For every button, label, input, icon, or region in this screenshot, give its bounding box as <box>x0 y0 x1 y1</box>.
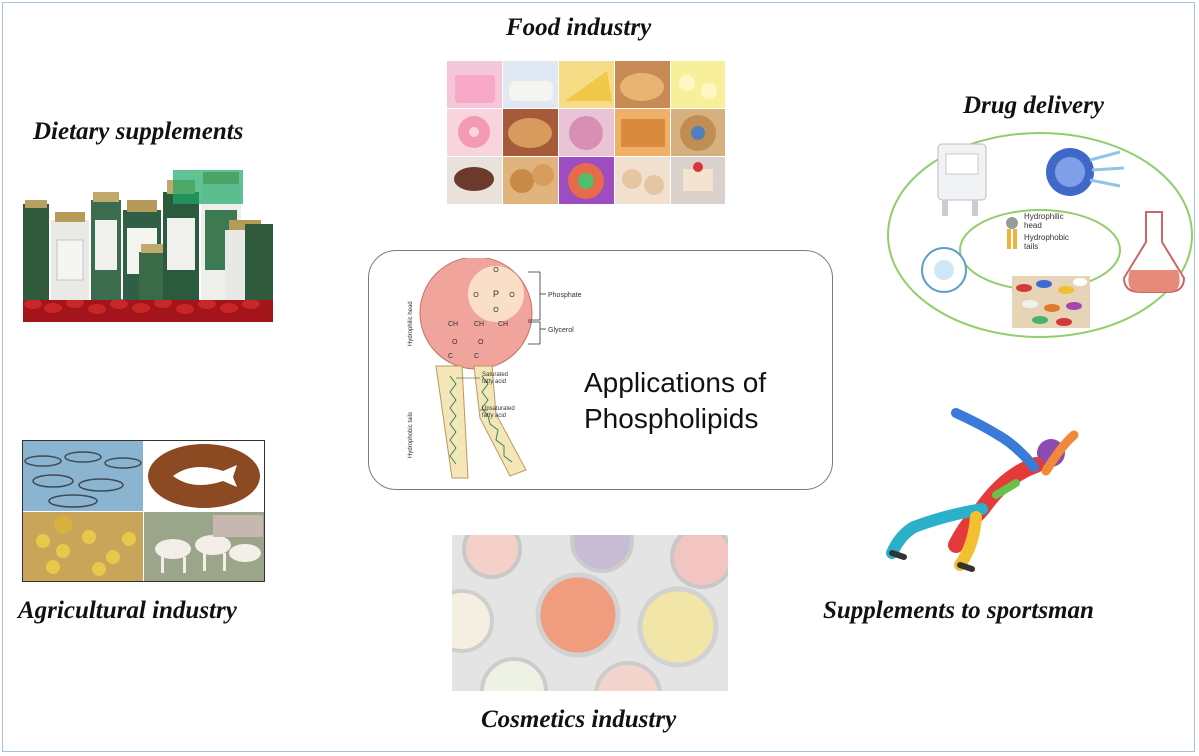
agricultural-collage <box>22 440 265 582</box>
saturated-label-2: fatty acid <box>482 379 506 385</box>
ch2-label-left: CH <box>448 321 458 328</box>
drug-delivery-label: Drug delivery <box>963 92 1104 119</box>
drug-delivery-panel: Hydrophilic head Hydrophobic tails <box>884 130 1196 340</box>
oxygen-label-glyc-1: O <box>452 339 458 346</box>
drug-tail-label-2: tails <box>1024 242 1038 251</box>
hydrophilic-head-label: Hydrophilic head <box>408 301 414 346</box>
phosphate-label: Phosphate <box>548 292 582 299</box>
oxygen-label-left: O <box>473 292 479 299</box>
center-title-line-1: Applications of <box>584 367 767 398</box>
glycerol-label: Glycerol <box>548 327 574 334</box>
phosphorus-label: P <box>493 289 499 299</box>
cosmetics-industry-label: Cosmetics industry <box>481 706 677 733</box>
supplements-bottles-image <box>23 170 273 322</box>
food-industry-label: Food industry <box>506 14 652 41</box>
phospholipid-structure: P O O O O CH CH CH O O C C Phosphate Gly… <box>400 258 600 486</box>
center-title-line-2: Phospholipids <box>584 403 759 434</box>
drug-head-label-1: Hydrophilic <box>1024 212 1064 221</box>
ch2-label-right: CH <box>498 321 508 328</box>
carbon-label-1: C <box>448 353 453 360</box>
center-title: Applications of Phospholipids <box>584 365 766 437</box>
oxygen-label-right: O <box>509 292 515 299</box>
food-collage <box>447 61 725 204</box>
agricultural-industry-label: Agricultural industry <box>18 597 237 624</box>
carbon-label-2: C <box>474 353 479 360</box>
ch-label: CH <box>474 321 484 328</box>
saturated-label-1: Saturated <box>482 372 508 378</box>
oxygen-label-glyc-2: O <box>478 339 484 346</box>
unsaturated-label-1: Unsaturated <box>482 406 515 412</box>
cosmetics-image <box>452 535 728 691</box>
oxygen-label-top: O <box>493 267 499 274</box>
supplements-sportsman-label: Supplements to sportsman <box>823 597 1094 624</box>
dietary-supplements-label: Dietary supplements <box>33 118 244 145</box>
food-collage-image <box>447 61 725 204</box>
oxygen-label-bottom: O <box>493 307 499 314</box>
unsaturated-label-2: fatty acid <box>482 413 506 419</box>
drug-head-label-2: head <box>1024 221 1042 230</box>
drug-tail-label-1: Hydrophobic <box>1024 233 1069 242</box>
sportsman-image <box>886 405 1086 575</box>
hydrophobic-tails-label: Hydrophobic tails <box>408 412 414 458</box>
